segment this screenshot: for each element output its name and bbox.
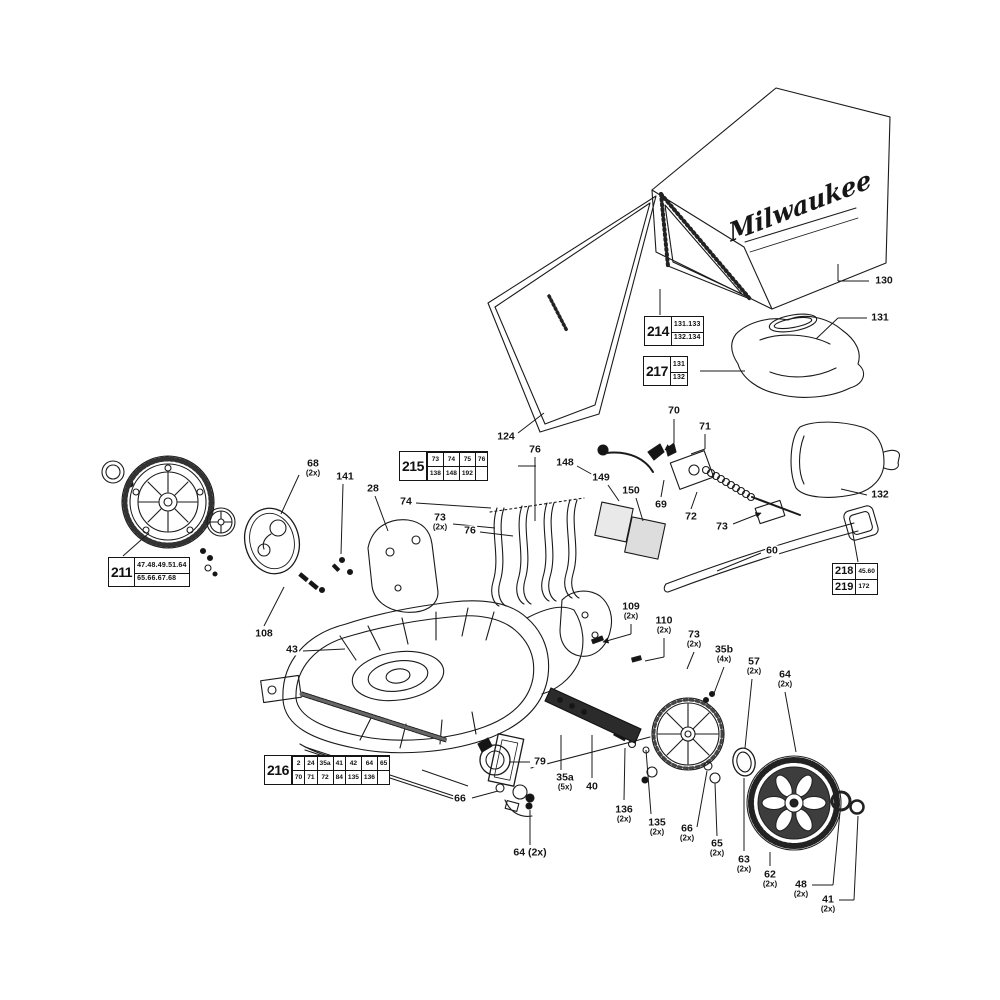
part-label-73: 73	[715, 520, 729, 533]
baffle-plate-shapes	[367, 497, 666, 657]
part-label-71: 71	[698, 420, 712, 433]
part-label-65: 65(2x)	[708, 837, 726, 858]
part-label-132: 132	[870, 488, 890, 501]
part-label-108: 108	[254, 627, 274, 640]
part-label-76: 76	[528, 443, 542, 456]
part-label-73: 73(2x)	[431, 511, 449, 532]
part-label-60: 60	[765, 544, 779, 557]
part-label-109: 109(2x)	[621, 600, 641, 621]
part-label-66: 66(2x)	[678, 822, 696, 843]
part-label-74: 74	[399, 495, 413, 508]
part-label-76: 76	[463, 524, 477, 537]
part-label-79: 79	[533, 755, 547, 768]
part-label-110: 110(2x)	[654, 614, 674, 635]
part-label-131: 131	[870, 311, 890, 324]
part-label-69: 69	[654, 498, 668, 511]
part-label-148: 148	[555, 456, 575, 469]
part-label-124: 124	[496, 430, 516, 443]
part-label-43: 43	[285, 643, 299, 656]
part-label-64-2x-: 64 (2x)	[512, 846, 548, 859]
part-label-41: 41(2x)	[819, 893, 837, 914]
part-label-28: 28	[366, 482, 380, 495]
part-label-62: 62(2x)	[761, 868, 779, 889]
part-label-72: 72	[684, 510, 698, 523]
part-label-63: 63(2x)	[735, 853, 753, 874]
part-label-57: 57(2x)	[745, 655, 763, 676]
bag-frame-shape	[487, 195, 657, 433]
part-label-136: 136(2x)	[614, 803, 634, 824]
gearbox-blade-shapes	[299, 556, 716, 817]
part-label-73: 73(2x)	[685, 628, 703, 649]
part-label-150: 150	[621, 484, 641, 497]
part-label-135: 135(2x)	[647, 816, 667, 837]
part-label-40: 40	[585, 780, 599, 793]
part-label-66: 66	[453, 792, 467, 805]
part-label-48: 48(2x)	[792, 878, 810, 899]
part-label-149: 149	[591, 471, 611, 484]
part-label-141: 141	[335, 470, 355, 483]
part-label-35b: 35b(4x)	[713, 643, 735, 664]
left-wheel-shapes	[101, 455, 326, 594]
part-label-68: 68(2x)	[304, 457, 322, 478]
grass-bag-shape	[651, 87, 891, 310]
handle-cover-shapes	[731, 313, 900, 498]
part-label-70: 70	[667, 404, 681, 417]
part-label-64: 64(2x)	[776, 668, 794, 689]
part-label-35a: 35a(5x)	[555, 771, 575, 792]
part-label-130: 130	[874, 274, 894, 287]
